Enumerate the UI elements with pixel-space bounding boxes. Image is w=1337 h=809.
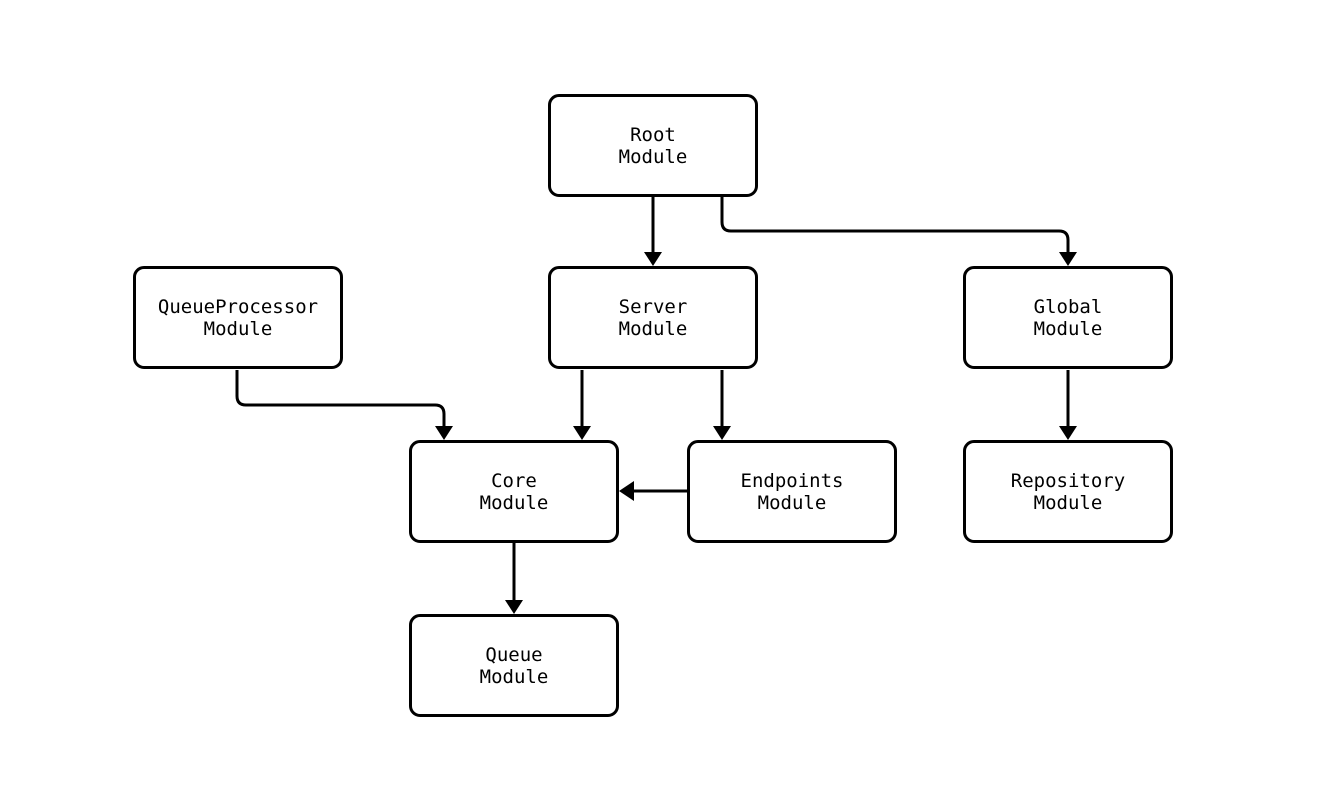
- node-title: Endpoints: [740, 469, 844, 492]
- node-title: Repository: [1010, 469, 1126, 492]
- edge-core-to-queue: [505, 543, 523, 614]
- edge-line: [235, 370, 446, 426]
- arrowhead-icon: [573, 426, 591, 440]
- node-endpoints-module[interactable]: Endpoints Module: [687, 440, 897, 543]
- node-subtitle: Module: [203, 317, 273, 340]
- node-title: Core: [491, 469, 537, 492]
- node-title: Queue: [485, 643, 543, 666]
- node-title: Global: [1033, 295, 1103, 318]
- node-subtitle: Module: [618, 145, 688, 168]
- edge-root-to-server: [644, 197, 662, 266]
- edge-endpoints-to-core: [619, 481, 687, 501]
- arrowhead-icon: [1059, 426, 1077, 440]
- edge-server-to-core: [573, 370, 591, 440]
- node-title: Server: [618, 295, 688, 318]
- node-subtitle: Module: [1033, 317, 1103, 340]
- node-queue-module[interactable]: Queue Module: [409, 614, 619, 717]
- edge-root-to-global: [720, 197, 1077, 266]
- arrowhead-icon: [505, 600, 523, 614]
- node-subtitle: Module: [1033, 491, 1103, 514]
- node-repository-module[interactable]: Repository Module: [963, 440, 1173, 543]
- node-subtitle: Module: [479, 491, 549, 514]
- edge-line: [720, 197, 1070, 252]
- arrowhead-icon: [435, 426, 453, 440]
- node-title: Root: [630, 123, 676, 146]
- node-subtitle: Module: [618, 317, 688, 340]
- node-subtitle: Module: [757, 491, 827, 514]
- node-core-module[interactable]: Core Module: [409, 440, 619, 543]
- arrowhead-icon: [644, 252, 662, 266]
- node-queueprocessor-module[interactable]: QueueProcessor Module: [133, 266, 343, 369]
- node-global-module[interactable]: Global Module: [963, 266, 1173, 369]
- edge-global-to-repository: [1059, 370, 1077, 440]
- arrowhead-icon: [713, 426, 731, 440]
- arrowhead-icon: [1059, 252, 1077, 266]
- edge-queueprocessor-to-core: [235, 370, 453, 440]
- node-title: QueueProcessor: [157, 295, 319, 318]
- node-root-module[interactable]: Root Module: [548, 94, 758, 197]
- edge-server-to-endpoints: [713, 370, 731, 440]
- node-subtitle: Module: [479, 665, 549, 688]
- node-server-module[interactable]: Server Module: [548, 266, 758, 369]
- arrowhead-icon: [619, 481, 634, 501]
